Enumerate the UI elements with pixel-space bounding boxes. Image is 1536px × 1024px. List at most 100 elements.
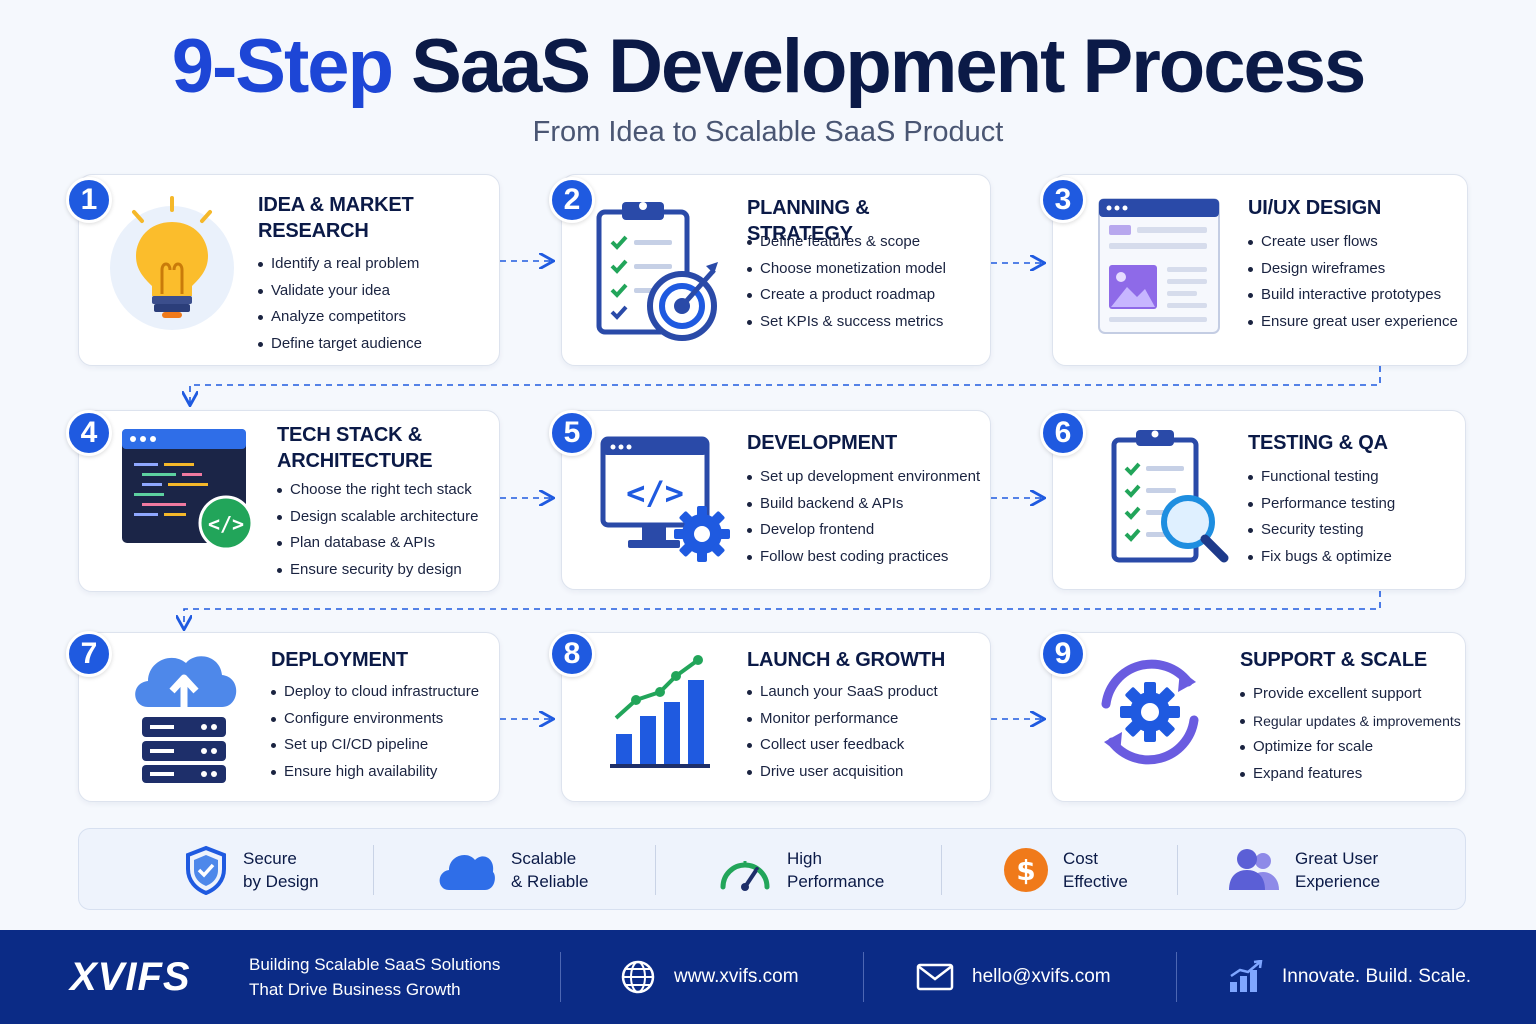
step-1-bullet-4: Define target audience — [258, 331, 422, 358]
step-2-bullet-4: Set KPIs & success metrics — [747, 309, 946, 336]
cloud-server-icon — [126, 645, 242, 783]
step-5-bullet-3: Develop frontend — [747, 517, 980, 544]
step-title-2: PLANNING & STRATEGY — [747, 197, 870, 245]
step-8-bullet-3: Collect user feedback — [747, 732, 938, 759]
step-4-bullet-3: Plan database & APIs — [277, 530, 478, 557]
step-6-bullet-2: Performance testing — [1248, 491, 1395, 518]
step-title-9: SUPPORT & SCALE — [1240, 649, 1428, 671]
arrow-6-7 — [184, 591, 1381, 628]
website-link[interactable]: www.xvifs.com — [674, 966, 799, 987]
svg-text:$: $ — [1016, 854, 1035, 887]
step-2-bullet-1: Define features & scope — [747, 229, 946, 256]
step-9-bullet-1: Provide excellent support — [1240, 681, 1461, 708]
step-badge-8: 8 — [549, 631, 595, 677]
svg-text:</>: </> — [208, 512, 244, 536]
page-subtitle: From Idea to Scalable SaaS Product — [532, 116, 1004, 148]
step-bullets-3: Create user flows Design wireframes Buil… — [1248, 229, 1458, 335]
step-8-bullet-4: Drive user acquisition — [747, 759, 938, 786]
step-9-bullet-2: Regular updates & improvements — [1240, 708, 1461, 735]
benefit-divider — [655, 845, 656, 895]
benefit-scalable-label: Scalable& Reliable — [511, 849, 589, 891]
dollar-icon: $ — [1004, 848, 1048, 892]
step-3-bullet-3: Build interactive prototypes — [1248, 282, 1458, 309]
cloud-icon — [439, 855, 495, 890]
benefit-divider — [373, 845, 374, 895]
step-9-bullet-4: Expand features — [1240, 761, 1461, 788]
footer-email[interactable]: hello@xvifs.com — [916, 930, 1111, 1024]
step-badge-2: 2 — [549, 177, 595, 223]
arrow-3-4 — [190, 366, 1381, 404]
step-6-bullet-1: Functional testing — [1248, 464, 1395, 491]
step-title-1: IDEA & MARKET RESEARCH — [258, 194, 414, 242]
shield-icon — [186, 845, 226, 895]
step-2-bullet-2: Choose monetization model — [747, 256, 946, 283]
speedometer-icon — [720, 861, 770, 891]
step-1-bullet-1: Identify a real problem — [258, 251, 422, 278]
monitor-code-icon: </> — [600, 436, 732, 566]
clipboard-search-icon — [1110, 426, 1232, 566]
mail-icon — [916, 963, 954, 991]
gear-cycle-icon — [1088, 652, 1212, 772]
step-3-bullet-2: Design wireframes — [1248, 256, 1458, 283]
step-badge-9: 9 — [1040, 631, 1086, 677]
step-bullets-2: Define features & scope Choose monetizat… — [747, 229, 946, 335]
step-7-bullet-1: Deploy to cloud infrastructure — [271, 679, 479, 706]
step-4-bullet-4: Ensure security by design — [277, 557, 478, 584]
footer-divider — [560, 952, 561, 1002]
brand-logo: XVIFS — [70, 954, 191, 999]
clipboard-target-icon — [594, 196, 724, 341]
step-bullets-6: Functional testing Performance testing S… — [1248, 464, 1395, 570]
email-link[interactable]: hello@xvifs.com — [972, 966, 1111, 987]
step-6-bullet-4: Fix bugs & optimize — [1248, 544, 1395, 571]
step-title-7: DEPLOYMENT — [271, 649, 408, 671]
benefit-divider — [941, 845, 942, 895]
step-title-5: DEVELOPMENT — [747, 432, 898, 454]
step-8-bullet-2: Monitor performance — [747, 706, 938, 733]
title-rest: SaaS Development Process — [411, 24, 1366, 109]
step-title-4: TECH STACK & ARCHITECTURE — [277, 424, 433, 472]
footer-website[interactable]: www.xvifs.com — [620, 930, 799, 1024]
step-3-bullet-4: Ensure great user experience — [1248, 309, 1458, 336]
footer-divider — [1176, 952, 1177, 1002]
step-5-bullet-4: Follow best coding practices — [747, 544, 980, 571]
step-7-bullet-2: Configure environments — [271, 706, 479, 733]
title-accent: 9-Step — [171, 24, 394, 109]
benefit-scalable: Scalable& Reliable — [435, 829, 641, 911]
footer-logo: XVIFS — [70, 930, 191, 1024]
motto-text: Innovate. Build. Scale. — [1282, 966, 1472, 987]
wireframe-icon — [1097, 197, 1221, 335]
step-7-bullet-3: Set up CI/CD pipeline — [271, 732, 479, 759]
svg-text:</>: </> — [626, 474, 684, 512]
step-6-bullet-3: Security testing — [1248, 517, 1395, 544]
step-card-9 — [1051, 632, 1466, 802]
lightbulb-icon — [104, 190, 236, 330]
step-2-bullet-3: Create a product roadmap — [747, 282, 946, 309]
footer-divider — [863, 952, 864, 1002]
step-9-bullet-3: Optimize for scale — [1240, 734, 1461, 761]
step-badge-6: 6 — [1040, 410, 1086, 456]
growth-chart-icon — [606, 652, 718, 770]
step-bullets-4: Choose the right tech stack Design scala… — [277, 477, 478, 583]
step-bullets-5: Set up development environment Build bac… — [747, 464, 980, 570]
benefit-divider — [1177, 845, 1178, 895]
step-3-bullet-1: Create user flows — [1248, 229, 1458, 256]
step-1-bullet-2: Validate your idea — [258, 278, 422, 305]
step-badge-5: 5 — [549, 410, 595, 456]
step-1-bullet-3: Analyze competitors — [258, 304, 422, 331]
step-title-8: LAUNCH & GROWTH — [747, 649, 946, 671]
step-card-8 — [561, 632, 991, 802]
code-editor-icon: </> — [120, 427, 256, 553]
step-badge-4: 4 — [66, 410, 112, 456]
page-title: 9-Step SaaS Development Process — [0, 22, 1536, 112]
step-title-3: UI/UX DESIGN — [1248, 197, 1382, 219]
